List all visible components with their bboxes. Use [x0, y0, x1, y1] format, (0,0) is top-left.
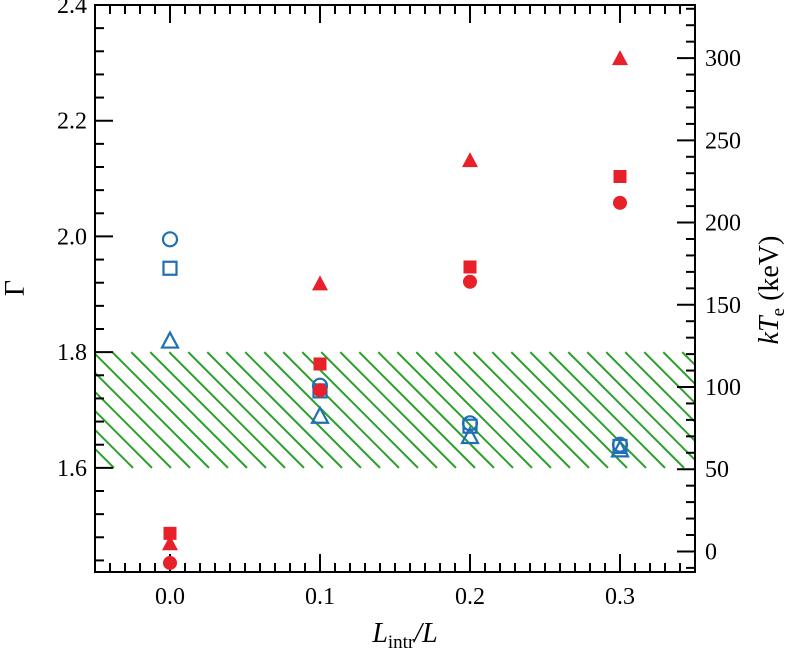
band-hatch-line — [206, 351, 324, 469]
blue-open-triangle-point — [460, 425, 480, 445]
red-filled-circle-point — [313, 383, 327, 398]
y-right-tick-label: 50 — [705, 457, 729, 483]
band-hatch-line — [282, 351, 400, 469]
y-right-tick-label: 150 — [705, 293, 741, 319]
x-tick-label: 0.3 — [605, 584, 635, 610]
band-hatch-line — [339, 351, 457, 469]
y-right-tick-label: 200 — [705, 211, 741, 237]
band-hatch-line — [396, 351, 514, 469]
band-hatch-line — [415, 351, 533, 469]
band-hatch-line — [95, 371, 191, 469]
red-filled-triangle-point — [312, 275, 328, 291]
band-hatch-line — [358, 351, 476, 469]
y-right-tick-label: 100 — [705, 375, 741, 401]
red-filled-triangle-point — [612, 50, 628, 66]
band-hatch-line — [95, 352, 210, 469]
red-filled-square-point — [463, 260, 477, 274]
blue-open-triangle-point — [610, 439, 630, 458]
x-axis-title: Lintr/L — [371, 618, 437, 653]
band-hatch-line — [168, 351, 286, 469]
band-hatch-line — [681, 351, 695, 367]
band-hatch-line — [0, 352, 76, 468]
red-filled-triangle-point — [162, 535, 178, 551]
x-axis-title-suffix: /L — [412, 618, 437, 649]
y-right-title-unit: (keV) — [754, 236, 785, 308]
y-left-tick-label: 2.4 — [57, 0, 87, 19]
band-hatch-line — [95, 466, 96, 468]
blue-open-square-point — [162, 260, 178, 276]
band-hatch-line — [95, 428, 134, 469]
y-right-tick-label: 300 — [705, 46, 741, 72]
blue-open-square-point — [462, 418, 478, 434]
x-tick-label: 0.1 — [305, 584, 335, 610]
band-hatch-line — [225, 351, 343, 469]
y-left-tick-label: 2.0 — [57, 224, 87, 250]
x-tick-label: 0.2 — [455, 584, 485, 610]
red-filled-circle-point — [613, 195, 627, 210]
x-axis-title-sub: intr — [388, 632, 415, 653]
band-hatch-line — [244, 351, 362, 469]
band-hatch-line — [95, 409, 153, 469]
y-right-tick-label: 250 — [705, 128, 741, 154]
hatched-band — [0, 351, 789, 469]
blue-open-triangle-point — [160, 330, 180, 349]
band-hatch-line — [491, 351, 609, 469]
band-hatch-line — [453, 351, 571, 469]
blue-open-circle-point — [161, 231, 179, 248]
red-filled-circle-point — [163, 555, 177, 570]
red-filled-square-point — [163, 526, 177, 540]
band-hatch-line — [662, 351, 695, 386]
y-left-tick-label: 1.8 — [57, 340, 87, 366]
y-axis-left-title: Γ — [0, 280, 31, 296]
band-hatch-line — [643, 351, 695, 405]
band-hatch-line — [605, 351, 695, 443]
band-hatch-line — [377, 351, 495, 469]
band-hatch-line — [472, 351, 590, 469]
red-filled-triangle-point — [462, 152, 478, 168]
band-hatch-line — [510, 351, 628, 469]
y-axis-right-title: kTe (keV) — [754, 236, 789, 345]
blue-open-triangle-point — [310, 405, 330, 424]
band-hatch-line — [95, 390, 172, 469]
band-hatch-line — [529, 351, 647, 469]
band-hatch-line — [567, 351, 685, 469]
band-hatch-line — [301, 351, 419, 469]
band-hatch-line — [320, 351, 438, 469]
y-right-title-main: T — [754, 314, 785, 332]
band-hatch-line — [586, 351, 695, 462]
y-left-tick-label: 1.6 — [57, 456, 87, 482]
y-left-tick-label: 2.2 — [57, 109, 87, 135]
band-hatch-line — [95, 447, 115, 469]
red-filled-circle-point — [463, 274, 477, 289]
band-hatch-line — [548, 351, 666, 469]
band-hatch-line — [701, 352, 789, 468]
red-filled-square-point — [613, 170, 627, 184]
band-hatch-line — [111, 351, 229, 469]
x-tick-label: 0.0 — [155, 584, 185, 610]
y-right-title-prefix: k — [754, 331, 785, 344]
band-hatch-line — [130, 351, 248, 469]
plot-frame — [94, 4, 696, 573]
band-hatch-line — [149, 351, 267, 469]
band-hatch-line — [624, 351, 695, 424]
band-hatch-line — [434, 351, 552, 469]
red-filled-square-point — [313, 357, 327, 371]
y-right-tick-label: 0 — [705, 539, 717, 565]
x-axis-title-main: L — [371, 618, 388, 649]
y-right-title-sub: e — [768, 308, 789, 316]
band-hatch-line — [187, 351, 305, 469]
